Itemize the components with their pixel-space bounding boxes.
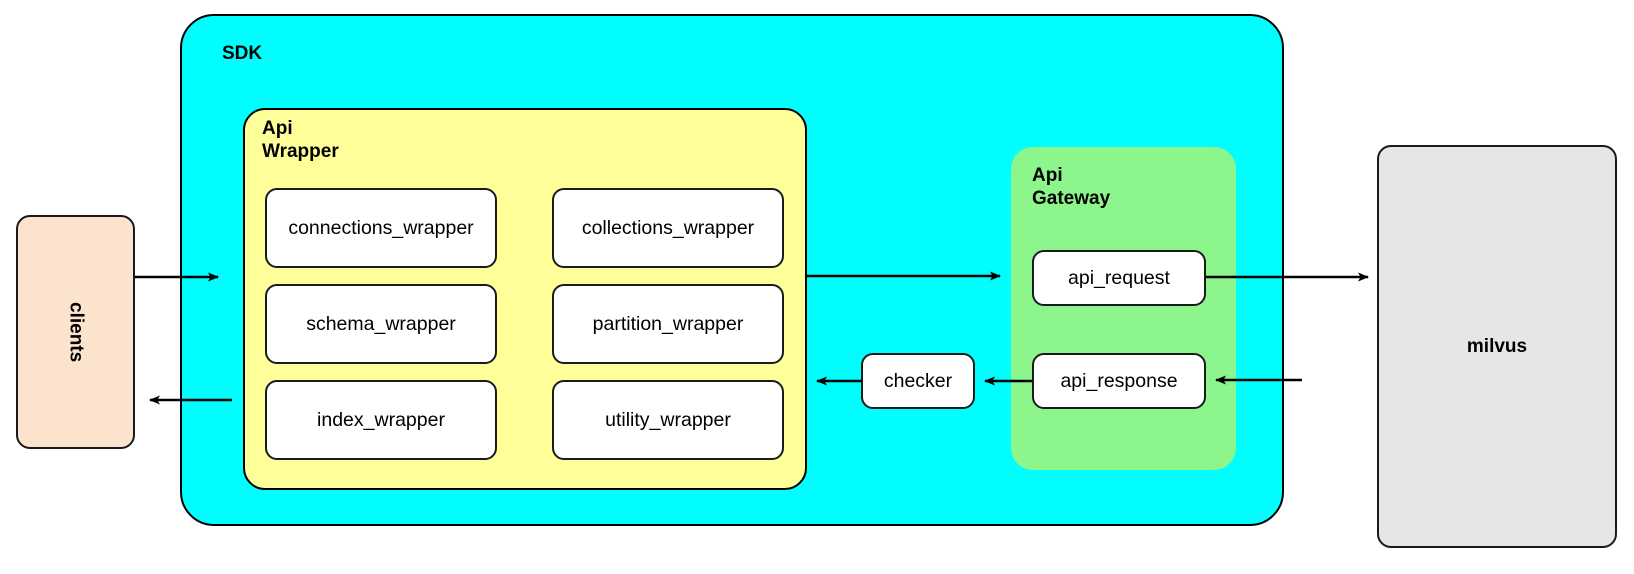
- node-schema-wrapper[interactable]: schema_wrapper: [265, 284, 497, 364]
- node-api-request[interactable]: api_request: [1032, 250, 1206, 306]
- node-partition-wrapper[interactable]: partition_wrapper: [552, 284, 784, 364]
- node-connections-wrapper[interactable]: connections_wrapper: [265, 188, 497, 268]
- container-sdk-label: SDK: [222, 43, 263, 64]
- node-checker[interactable]: checker: [861, 353, 975, 409]
- node-index-wrapper[interactable]: index_wrapper: [265, 380, 497, 460]
- container-api-gateway-label: Api Gateway: [1032, 165, 1111, 210]
- node-utility-wrapper[interactable]: utility_wrapper: [552, 380, 784, 460]
- actor-milvus[interactable]: milvus: [1377, 145, 1617, 548]
- container-api-wrapper-label: Api Wrapper: [262, 118, 339, 163]
- actor-clients[interactable]: clients: [16, 215, 135, 449]
- actor-milvus-label: milvus: [1466, 335, 1528, 357]
- actor-clients-label: clients: [65, 301, 87, 363]
- node-collections-wrapper[interactable]: collections_wrapper: [552, 188, 784, 268]
- node-api-response[interactable]: api_response: [1032, 353, 1206, 409]
- container-api-gateway[interactable]: [1011, 147, 1236, 470]
